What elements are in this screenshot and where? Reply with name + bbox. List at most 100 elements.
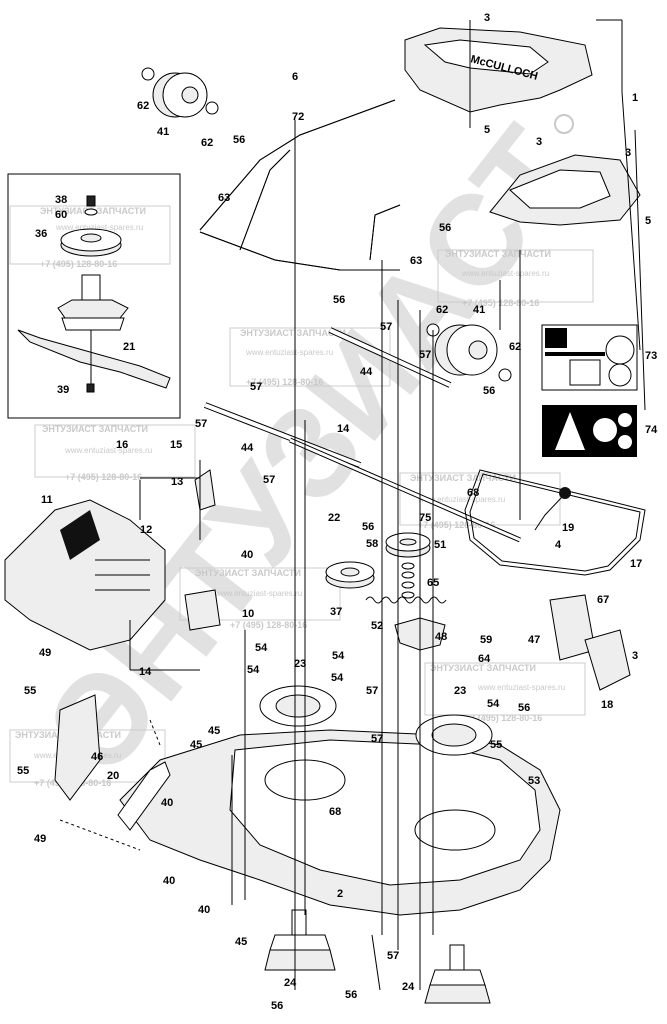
svg-text:+7 (495) 128-80-16: +7 (495) 128-80-16 [246, 377, 323, 387]
baffle-20 [117, 761, 171, 831]
part-label: 14 [337, 423, 350, 435]
svg-text:ЭНТУЗИАСТ ЗАПЧАСТИ: ЭНТУЗИАСТ ЗАПЧАСТИ [240, 328, 346, 338]
svg-text:+7 (495) 128-80-16: +7 (495) 128-80-16 [418, 520, 495, 530]
part-label: 57 [250, 381, 262, 393]
part-label: 53 [528, 775, 540, 787]
part-label: 56 [362, 521, 374, 533]
part-label: 62 [436, 304, 448, 316]
part-label: 17 [630, 558, 642, 570]
cable-19 [534, 496, 563, 531]
part-label: 54 [255, 642, 268, 654]
svg-text:+7 (495) 128-80-16: +7 (495) 128-80-16 [65, 472, 142, 482]
part-label: 58 [366, 538, 378, 550]
part-label: 47 [528, 634, 540, 646]
svg-text:www.entuziast-spares.ru: www.entuziast-spares.ru [214, 589, 302, 598]
front-baffle-46 [54, 694, 101, 801]
part-label: 57 [195, 418, 207, 430]
registered-mark-icon [554, 114, 574, 134]
part-label: 68 [329, 806, 341, 818]
part-label: 55 [24, 685, 36, 697]
svg-text:ЭНТУЗИАСТ ЗАПЧАСТИ: ЭНТУЗИАСТ ЗАПЧАСТИ [195, 568, 301, 578]
gauge-wheel-top [141, 67, 219, 118]
tension-spring [365, 596, 447, 604]
part-label: 40 [163, 875, 175, 887]
svg-text:www.entuziast-spares.ru: www.entuziast-spares.ru [55, 223, 143, 232]
part-label: 36 [35, 228, 47, 240]
part-label: 18 [601, 699, 613, 711]
part-label: 40 [241, 549, 253, 561]
svg-text:www.entuziast-spares.ru: www.entuziast-spares.ru [461, 269, 549, 278]
part-label: 54 [487, 698, 500, 710]
part-label: 56 [518, 702, 530, 714]
part-label: 3 [484, 12, 490, 24]
svg-text:+7 (495) 128-80-16: +7 (495) 128-80-16 [465, 713, 542, 723]
part-label: 68 [467, 487, 479, 499]
decal-74 [542, 405, 637, 457]
svg-text:www.entuziast-spares.ru: www.entuziast-spares.ru [477, 683, 565, 692]
part-label: 60 [55, 209, 67, 221]
watermark-box: ЭНТУЗИАСТ ЗАПЧАСТИ www.entuziast-spares.… [424, 662, 586, 723]
lift-arm-tubes [199, 99, 401, 271]
svg-text:+7 (495) 128-80-16: +7 (495) 128-80-16 [230, 620, 307, 630]
part-label: 45 [190, 739, 202, 751]
belt-cover [4, 499, 166, 651]
part-label: 64 [478, 653, 491, 665]
part-label: 67 [597, 594, 609, 606]
part-label: 4 [555, 539, 562, 551]
part-label: 63 [410, 255, 422, 267]
part-label: 56 [333, 294, 345, 306]
part-label: 24 [284, 977, 297, 989]
part-label: 13 [171, 476, 183, 488]
part-label: 56 [439, 222, 451, 234]
part-label: 37 [330, 606, 342, 618]
svg-text:ЭНТУЗИАСТ ЗАПЧАСТИ: ЭНТУЗИАСТ ЗАПЧАСТИ [42, 424, 148, 434]
part-label: 3 [625, 147, 631, 159]
part-label: 57 [387, 950, 399, 962]
part-label: 45 [235, 936, 247, 948]
part-label: 10 [242, 608, 254, 620]
part-label: 6 [292, 71, 298, 83]
part-label: 24 [402, 981, 415, 993]
part-label: 41 [473, 304, 485, 316]
part-label: 59 [480, 634, 492, 646]
part-label: 5 [645, 215, 651, 227]
blade-inset-frame [7, 173, 181, 419]
part-label: 20 [107, 770, 119, 782]
part-label: 62 [509, 341, 521, 353]
part-label: 54 [332, 650, 345, 662]
part-label: 55 [17, 765, 29, 777]
part-label: 57 [366, 685, 378, 697]
part-label: 49 [39, 647, 51, 659]
part-label: 23 [454, 685, 466, 697]
drive-belt [464, 469, 646, 576]
spindle-housing-right [424, 944, 491, 1004]
top-cover: McCULLOCH [404, 27, 593, 113]
watermark-box: ЭНТУЗИАСТ ЗАПЧАСТИ www.entuziast-spares.… [34, 424, 196, 482]
part-label: 1 [632, 92, 638, 104]
svg-text:ЭНТУЗИАСТ ЗАПЧАСТИ: ЭНТУЗИАСТ ЗАПЧАСТИ [410, 473, 516, 483]
part-label: 57 [380, 321, 392, 333]
leader-lines [59, 19, 646, 991]
part-label: 23 [294, 658, 306, 670]
part-label: 49 [34, 833, 46, 845]
part-label: 57 [371, 733, 383, 745]
part-label: 63 [218, 192, 230, 204]
svg-text:www.entuziast-spares.ru: www.entuziast-spares.ru [417, 495, 505, 504]
part-label: 46 [91, 751, 103, 763]
blade-bolt [86, 383, 95, 393]
part-label: 65 [427, 577, 439, 589]
part-label: 38 [55, 194, 67, 206]
part-label: 56 [483, 385, 495, 397]
part-label: 45 [208, 725, 220, 737]
mower-blade [17, 329, 171, 389]
svg-text:+7 (495) 128-80-16: +7 (495) 128-80-16 [462, 298, 539, 308]
svg-text:ЭНТУЗИАСТ ЗАПЧАСТИ: ЭНТУЗИАСТ ЗАПЧАСТИ [430, 663, 536, 673]
bracket-10 [184, 589, 221, 631]
part-label: 40 [161, 797, 173, 809]
svg-text:ЭНТУЗИАСТ ЗАПЧАСТИ: ЭНТУЗИАСТ ЗАПЧАСТИ [445, 249, 551, 259]
watermark-box: ЭНТУЗИАСТ ЗАПЧАСТИ www.entuziast-spares.… [437, 249, 594, 308]
decal-73 [541, 324, 638, 391]
part-label: 16 [116, 439, 128, 451]
